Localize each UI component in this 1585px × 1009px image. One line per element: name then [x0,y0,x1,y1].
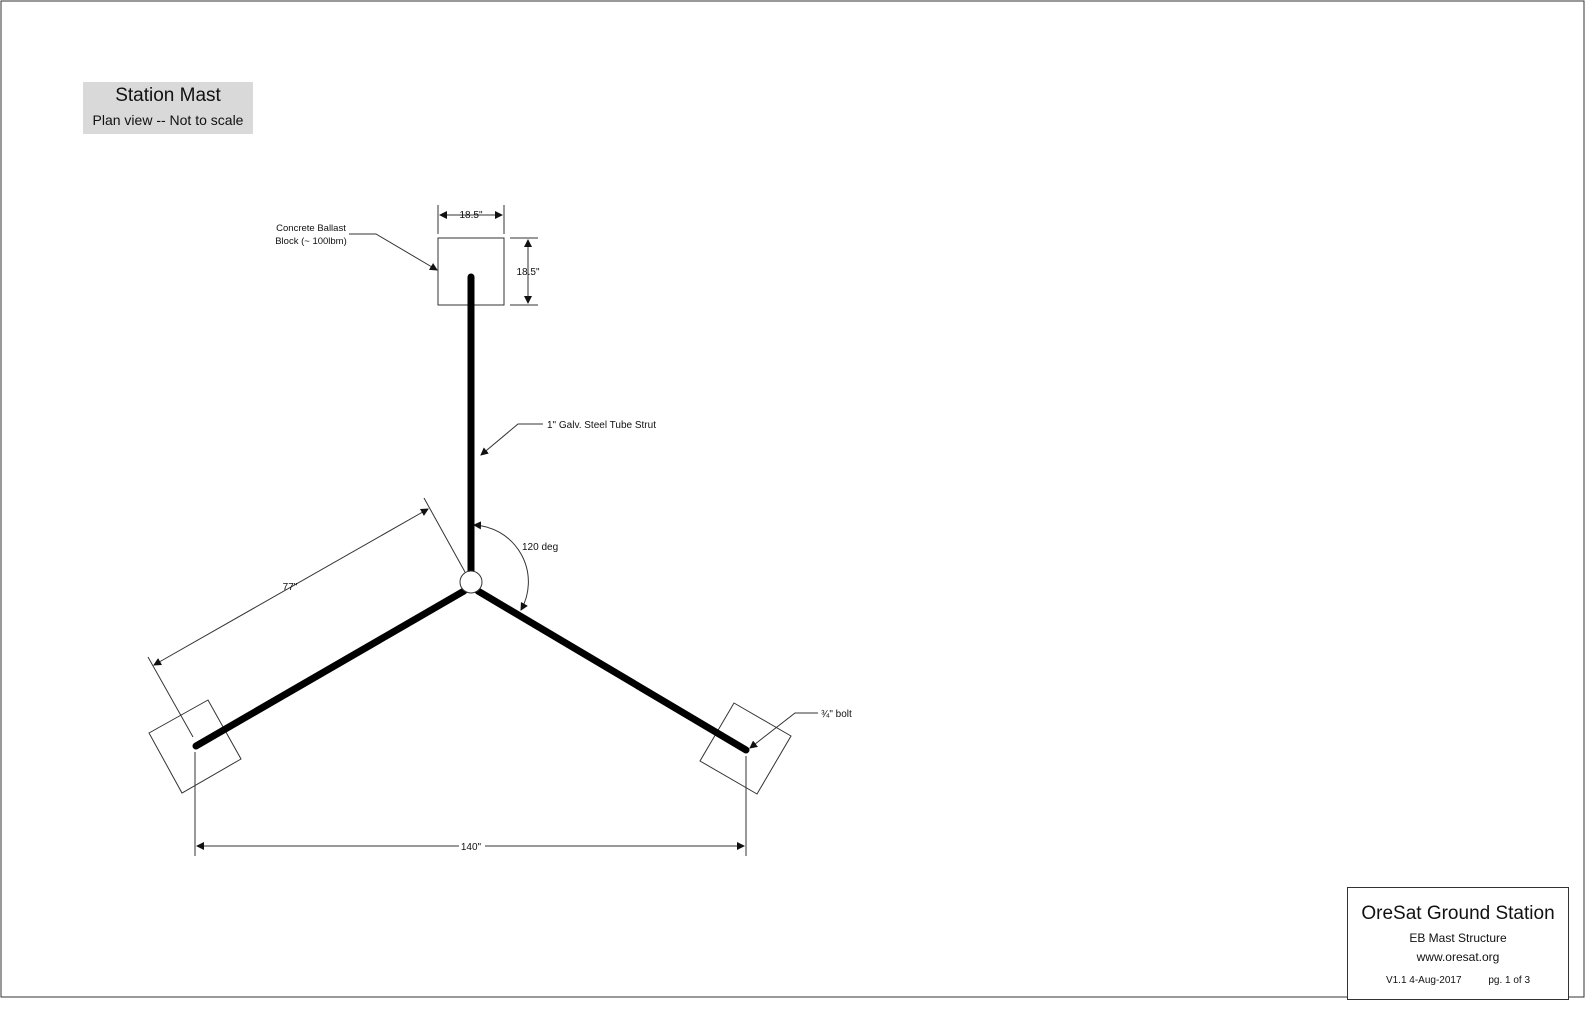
ballast-block-right [699,702,792,795]
span-label-backing [459,840,485,851]
title-block-subtitle: EB Mast Structure [1409,931,1507,945]
drawing-subtitle: Plan view -- Not to scale [92,112,244,128]
title-block-url: www.oresat.org [1416,950,1500,964]
bolt-leader [749,712,818,749]
block-width-label: 18.5" [459,210,482,221]
title-block-footer: V1.1 4-Aug-2017 pg. 1 of 3 [1348,975,1568,986]
drawing-title: Station Mast [115,85,221,106]
title-block-page: pg. 1 of 3 [1488,975,1531,986]
ballast-block-left [148,699,242,794]
span-label: 140" [461,842,482,853]
ballast-label-line1: Concrete Ballast [276,223,346,234]
strut-right [474,587,750,754]
drawing-title-box: Station Mast Plan view -- Not to scale [83,82,253,134]
mast-hub [459,570,483,594]
title-block: OreSat Ground Station EB Mast Structure … [1347,887,1569,1000]
block-height-label: 18.5" [516,267,539,278]
bolt-label: ¾" bolt [821,709,852,720]
leg-length-dimension [147,497,466,738]
ballast-leader [349,233,438,271]
strut-leader [480,423,543,456]
block-width-dimension [437,205,505,234]
leg-length-label: 77" [283,582,298,593]
title-block-org: OreSat Ground Station [1361,903,1555,924]
angle-label: 120 deg [522,542,558,553]
title-block-version: V1.1 4-Aug-2017 [1385,975,1462,986]
ballast-label-line2: Block (~ 100lbm) [275,236,347,247]
angle-arc [473,521,529,611]
strut-label: 1" Galv. Steel Tube Strut [547,420,656,431]
strut-left [192,587,468,750]
block-height-dimension [510,237,538,306]
